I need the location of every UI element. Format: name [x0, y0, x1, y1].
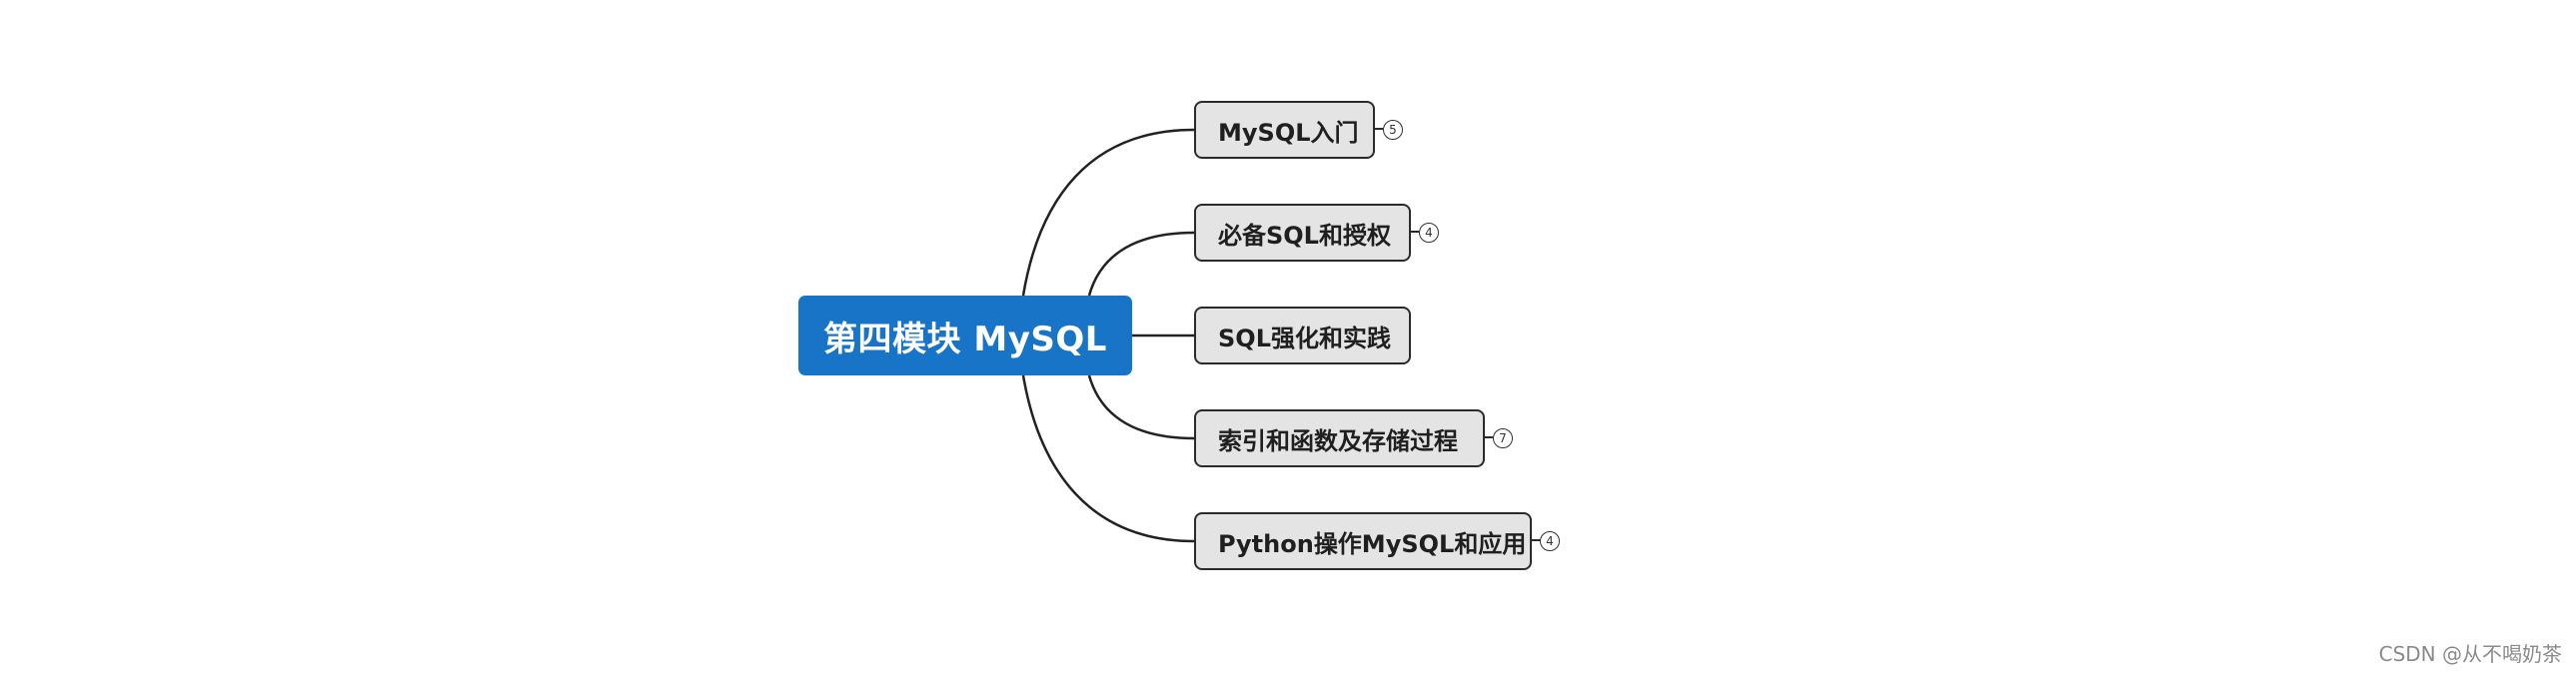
badge-connector	[1485, 436, 1493, 438]
topic-essential-sql-grants[interactable]: 必备SQL和授权	[1194, 204, 1411, 262]
badge-connector	[1532, 539, 1540, 541]
badge-connector	[1375, 128, 1383, 130]
connector-topic-4	[1087, 374, 1195, 440]
connector-topic-2	[1087, 231, 1195, 297]
connector-topic-1	[1021, 128, 1195, 297]
subtopic-count-badge[interactable]: 5	[1383, 120, 1403, 140]
root-topic[interactable]: 第四模块 MySQL	[798, 296, 1132, 375]
topic-python-mysql[interactable]: Python操作MySQL和应用	[1194, 512, 1532, 570]
badge-connector	[1411, 231, 1419, 233]
topic-sql-advanced-practice[interactable]: SQL强化和实践	[1194, 307, 1411, 364]
subtopic-count-badge[interactable]: 7	[1493, 428, 1513, 448]
subtopic-count-badge[interactable]: 4	[1540, 531, 1560, 551]
watermark: CSDN @从不喝奶茶	[2378, 642, 2562, 666]
topic-index-functions-procedures[interactable]: 索引和函数及存储过程	[1194, 409, 1485, 467]
subtopic-count-badge[interactable]: 4	[1419, 223, 1439, 243]
connector-topic-5	[1021, 374, 1195, 543]
topic-mysql-intro[interactable]: MySQL入门	[1194, 101, 1375, 159]
